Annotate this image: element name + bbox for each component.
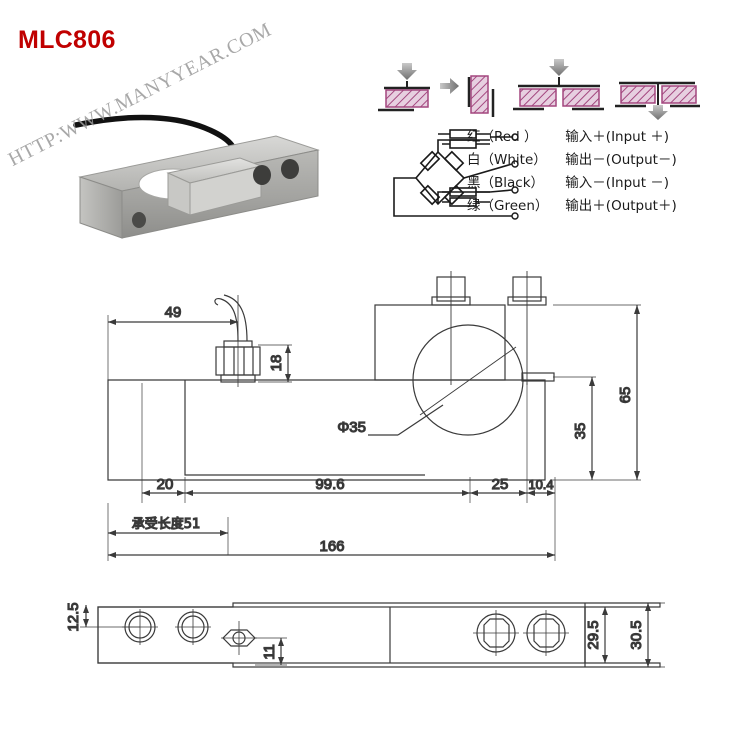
dim-label-29-5: 29.5	[585, 620, 602, 649]
mounting-hole-right-2	[281, 159, 299, 179]
dim-10-4	[527, 477, 556, 503]
dim-25	[470, 383, 528, 503]
cable	[73, 114, 236, 150]
side-view: 49 18 Φ35	[107, 271, 641, 561]
dim-99-6	[185, 477, 471, 503]
dim-30-5	[585, 602, 665, 668]
mounting-hole-left	[132, 212, 146, 228]
engineering-drawings: 49 18 Φ35	[64, 271, 665, 668]
dim-label-166: 166	[319, 538, 344, 555]
hex-nut	[221, 621, 257, 655]
dim-49	[107, 315, 238, 385]
wheatstone-bridge-schematic	[393, 129, 519, 220]
dim-label-49: 49	[165, 304, 182, 321]
hole-left-2	[175, 609, 211, 645]
dim-label-65: 65	[617, 387, 634, 404]
mount-diagram-1	[378, 63, 430, 112]
dim-label-12-5: 12.5	[65, 602, 82, 631]
dim-11	[255, 637, 287, 666]
cover-plate-front	[189, 165, 262, 216]
product-photo: HTTP:WWW.MANYYEAR.COM	[5, 19, 348, 255]
dim-label-99-6: 99.6	[315, 476, 344, 493]
wire-function-label: 输入＋(Input ＋)	[565, 129, 670, 145]
dim-65	[553, 304, 641, 481]
wire-legend-list: 红（Red ） 输入＋(Input ＋) 白（White） 输出－(Output…	[467, 126, 747, 218]
dim-20	[141, 383, 186, 503]
load-cell-illustration	[73, 114, 320, 239]
dim-bearing-length	[108, 517, 229, 555]
dim-166	[107, 503, 556, 561]
mount-diagram-2	[467, 75, 495, 117]
dim-label-dia35: Φ35	[337, 419, 366, 436]
dim-label-18: 18	[268, 355, 285, 372]
dim-label-10-4: 10.4	[528, 477, 553, 492]
wire-color-label: 白（White）	[467, 152, 547, 168]
mount-diagram-3	[513, 59, 604, 111]
wire-color-label: 绿（Green）	[467, 198, 549, 214]
wire-legend-row: 绿（Green） 输出＋(Output＋)	[467, 195, 747, 218]
wire-function-label: 输出＋(Output＋)	[565, 198, 677, 214]
page-title: MLC806	[18, 26, 116, 54]
dim-18	[258, 344, 292, 383]
terminal-red	[511, 133, 519, 141]
dim-label-35: 35	[572, 423, 589, 440]
dim-label-20: 20	[157, 476, 174, 493]
wire-function-label: 输出－(Output－)	[565, 152, 677, 168]
dim-label-25: 25	[492, 476, 509, 493]
wire-legend-row: 黑（Black） 输入－(Input －)	[467, 172, 747, 195]
hole-right-2	[523, 610, 569, 656]
mounting-hole-right-1	[253, 165, 271, 185]
cable-gland	[214, 294, 261, 387]
wire-color-label: 红（Red ）	[467, 129, 538, 145]
bore-circle	[412, 324, 524, 436]
wire-legend-row: 红（Red ） 输入＋(Input ＋)	[467, 126, 747, 149]
mounting-configuration-diagrams	[378, 59, 700, 120]
dim-label-11: 11	[261, 644, 278, 660]
hole-right-1	[473, 610, 519, 656]
transition-arrow	[440, 78, 459, 94]
dim-label-bearing-length: 承受长度51	[132, 516, 201, 532]
wire-function-label: 输入－(Input －)	[565, 175, 670, 191]
wire-color-label: 黑（Black）	[467, 175, 545, 191]
mount-diagram-4	[615, 81, 700, 120]
dia-35-leader	[368, 404, 444, 436]
terminal-green	[511, 212, 519, 220]
wire-legend-row: 白（White） 输出－(Output－)	[467, 149, 747, 172]
terminal-black	[511, 186, 519, 194]
wiring-diagram: 红（Red ） 输入＋(Input ＋) 白（White） 输出－(Output…	[372, 126, 744, 226]
dim-35	[553, 376, 596, 480]
dim-29-5	[602, 607, 608, 663]
dim-12-5	[80, 605, 140, 628]
dim-label-30-5: 30.5	[628, 620, 645, 649]
terminal-white	[511, 160, 519, 168]
top-view: 12.5 11 29.5	[64, 602, 665, 668]
